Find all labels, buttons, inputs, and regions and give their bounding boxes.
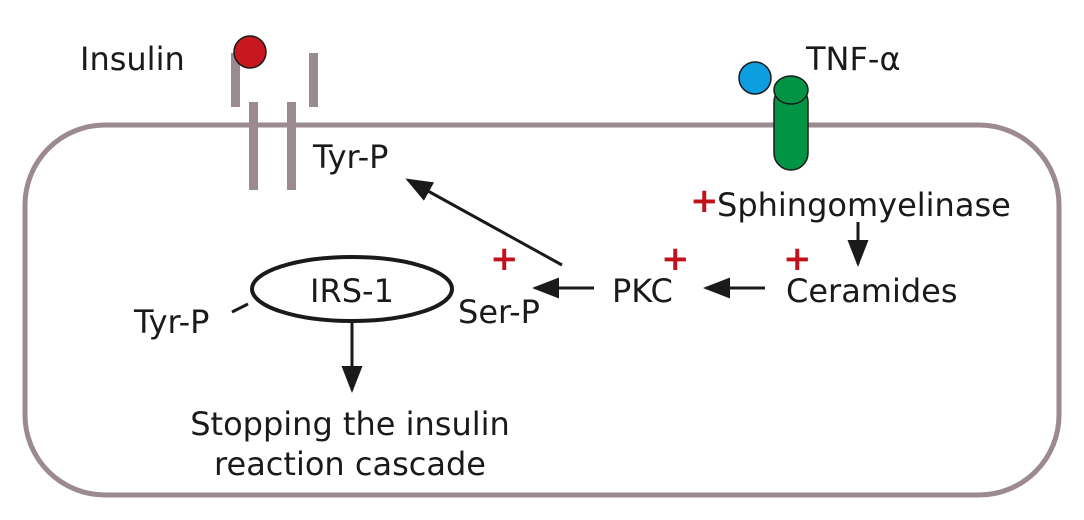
tnf-label: TNF-α [805,40,901,78]
tnf-receptor [773,75,809,171]
sphingomyelinase-label: Sphingomyelinase [717,186,1011,224]
ser-p-label: Ser-P [458,293,540,331]
ceramides-activation-mark: + [783,239,812,279]
tyr-p-left-link [231,302,249,314]
pkc-label: PKC [612,272,673,310]
irs1-node [250,255,454,323]
insulin-label: Insulin [80,40,185,78]
ceramides-label: Ceramides [786,272,958,310]
outcome-label-line2: reaction cascade [214,445,486,483]
tyr-p-left-label: Tyr-P [133,303,209,341]
cell-membrane [22,122,1062,498]
insulin-receptor [231,53,318,190]
insulin-ligand [233,35,267,69]
pkc-activation-mark: + [661,239,690,279]
tnf-ligand [738,61,772,95]
ser-p-activation-mark: + [490,239,519,279]
arrow-pkc-tyr-p [405,178,563,267]
irs1-label: IRS-1 [310,272,394,310]
sphingomyelinase-activation-mark: + [690,181,719,221]
tyr-p-top-label: Tyr-P [312,138,388,176]
outcome-label-line1: Stopping the insulin [190,405,510,443]
